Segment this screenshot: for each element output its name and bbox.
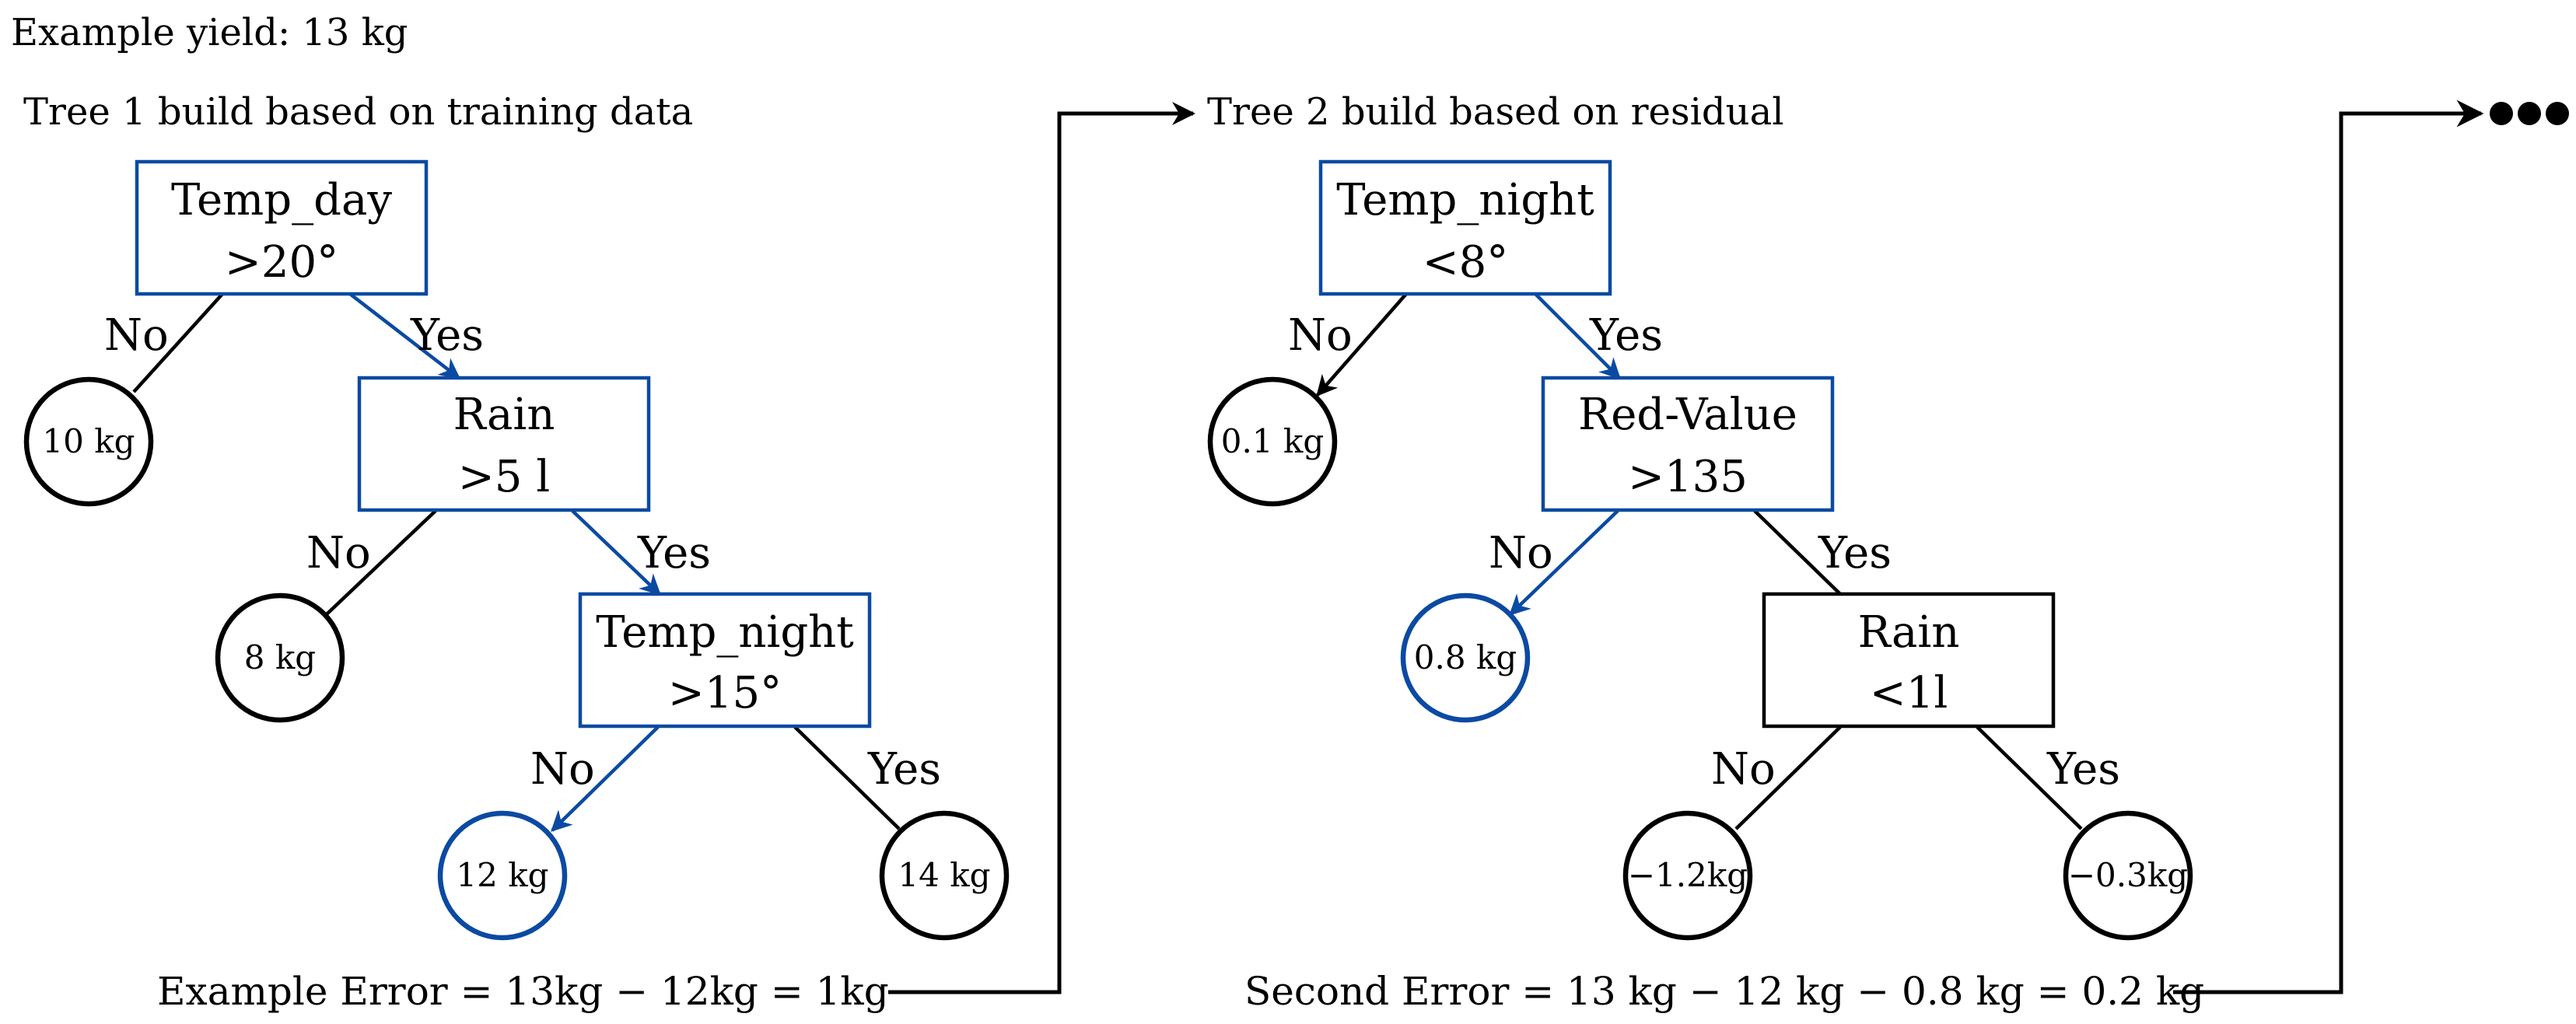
- tree2-red-feature: Red-Value: [1578, 390, 1797, 440]
- tree1-label-rain-no: No: [306, 528, 371, 578]
- tree2-edge-red-no: [1509, 509, 1619, 616]
- tree2-rain-node: [1762, 592, 2056, 729]
- tree1-edge-night-yes: [793, 725, 901, 830]
- tree1-edge-night-no: [551, 725, 660, 832]
- tree1-leaf-10kg-label: 10 kg: [42, 422, 135, 460]
- tree2-leaf-0-1kg-label: 0.1 kg: [1221, 422, 1324, 460]
- tree1-edge-rain-yes: [571, 509, 661, 596]
- tree-1: Tree 1 build based on training data No Y…: [23, 90, 1010, 1014]
- tree2-label-root-yes: Yes: [1589, 310, 1663, 361]
- tree1-edge-root-no: [132, 292, 224, 393]
- tree2-root-node: [1318, 159, 1612, 296]
- tree2-rain-threshold: <1l: [1870, 668, 1948, 718]
- tree2-leaf-neg-1-2kg: [1622, 810, 1753, 941]
- tree2-label-rain-no: No: [1711, 744, 1776, 795]
- tree1-leaf-10kg: [23, 376, 154, 507]
- example-yield-label: Example yield: 13 kg: [11, 11, 408, 54]
- ellipsis-dot: [2490, 102, 2513, 125]
- tree2-leaf-0-8kg-label: 0.8 kg: [1414, 638, 1517, 676]
- tree1-label-night-yes: Yes: [867, 744, 941, 795]
- ellipsis-dot: [2546, 102, 2569, 125]
- continuation-ellipsis: [2490, 102, 2569, 125]
- tree1-night-feature: Temp_night: [596, 607, 854, 658]
- connector-tree2-to-next: [2173, 100, 2484, 994]
- tree2-leaf-neg-0-3kg: [2063, 810, 2193, 941]
- tree2-edge-rain-no: [1734, 725, 1842, 830]
- tree2-root-threshold: <8°: [1423, 237, 1509, 288]
- tree1-rain-node: [357, 376, 651, 512]
- tree1-rain-threshold: >5 l: [458, 452, 550, 502]
- tree1-label-rain-yes: Yes: [637, 528, 711, 578]
- tree-2: Tree 2 build based on residual No Yes No…: [1207, 90, 2204, 1014]
- tree1-night-threshold: >15°: [668, 668, 782, 718]
- tree1-leaf-14kg-label: 14 kg: [898, 856, 990, 894]
- tree2-error: Second Error = 13 kg − 12 kg − 0.8 kg = …: [1244, 969, 2204, 1014]
- tree2-edge-rain-yes: [1976, 725, 2083, 830]
- tree1-edge-rain-no: [325, 509, 437, 616]
- ellipsis-dot: [2518, 102, 2541, 125]
- tree1-root-feature: Temp_day: [171, 175, 392, 225]
- tree2-red-node: [1541, 376, 1835, 512]
- tree2-edge-red-yes: [1753, 509, 1842, 596]
- tree1-label-night-no: No: [530, 744, 595, 795]
- tree1-root-node: [135, 159, 429, 296]
- tree2-leaf-0-8kg: [1400, 592, 1531, 723]
- tree2-rain-feature: Rain: [1858, 607, 1960, 658]
- tree1-edge-root-yes: [348, 292, 461, 379]
- tree2-edge-root-no: [1316, 292, 1408, 397]
- tree2-label-red-no: No: [1489, 528, 1553, 578]
- tree2-root-feature: Temp_night: [1336, 175, 1594, 225]
- tree1-leaf-8kg: [215, 592, 345, 723]
- connector-tree1-to-tree2: [888, 102, 1195, 994]
- tree-1-caption: Tree 1 build based on training data: [23, 90, 693, 134]
- tree2-leaf-neg-0-3kg-label: −0.3kg: [2068, 856, 2188, 894]
- tree2-leaf-0-1kg: [1207, 376, 1338, 507]
- tree1-error: Example Error = 13kg − 12kg = 1kg: [157, 969, 889, 1014]
- tree2-red-threshold: >135: [1628, 452, 1748, 502]
- tree2-label-red-yes: Yes: [1818, 528, 1892, 578]
- tree1-label-root-no: No: [104, 310, 169, 361]
- tree1-label-root-yes: Yes: [410, 310, 484, 361]
- tree2-edge-root-yes: [1534, 292, 1621, 379]
- tree1-leaf-12kg-label: 12 kg: [456, 856, 548, 894]
- tree2-label-rain-yes: Yes: [2046, 744, 2120, 795]
- tree1-leaf-8kg-label: 8 kg: [244, 638, 316, 676]
- tree1-root-threshold: >20°: [225, 237, 338, 288]
- tree1-rain-feature: Rain: [453, 390, 555, 440]
- tree2-leaf-neg-1-2kg-label: −1.2kg: [1628, 856, 1748, 894]
- tree1-leaf-14kg: [879, 810, 1010, 941]
- tree2-label-root-no: No: [1288, 310, 1353, 361]
- tree-2-caption: Tree 2 build based on residual: [1207, 90, 1784, 134]
- tree1-night-node: [578, 592, 872, 729]
- tree1-leaf-12kg: [437, 810, 568, 941]
